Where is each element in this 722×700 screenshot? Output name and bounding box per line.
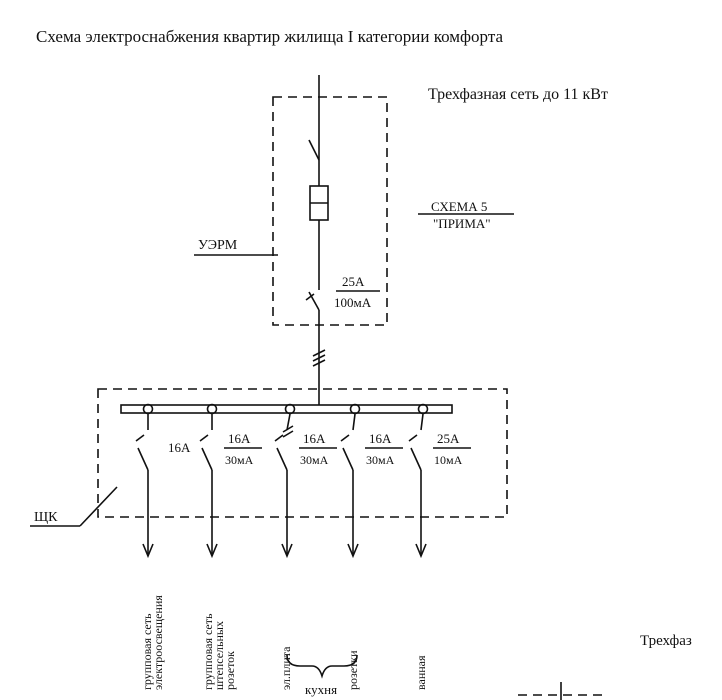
breaker-rating: 16A (303, 431, 326, 446)
breaker-rating: 25A (437, 431, 460, 446)
busbar-tap (142, 403, 154, 415)
kitchen-brace (286, 654, 358, 679)
output-label-line3: розеток (223, 651, 237, 690)
scheme-label-line2: "ПРИМА" (433, 216, 491, 231)
breaker-rating: 16A (228, 431, 251, 446)
breaker-blade (276, 447, 288, 471)
output-label-line2: штепсельных (212, 621, 226, 690)
uerm-label: УЭРМ (198, 238, 238, 253)
breaker-tick (199, 434, 209, 442)
main-rating: 25A (342, 274, 365, 289)
network-label: Трехфазная сеть до 11 кВт (428, 86, 608, 103)
busbar-tap (349, 403, 361, 415)
breaker-tick (135, 434, 145, 442)
shk-label: ЩК (34, 510, 58, 525)
busbar (120, 404, 453, 414)
scheme-label-line1: СХЕМА 5 (431, 199, 487, 214)
diagram-title: Схема электроснабжения квартир жилища I … (36, 27, 503, 46)
phase-tick (282, 425, 294, 433)
breaker-tick (340, 434, 350, 442)
breaker-tick (408, 434, 418, 442)
branch-wire (420, 413, 424, 431)
shk-box (97, 388, 508, 518)
phase-tick (312, 354, 326, 362)
busbar-tap (417, 403, 429, 415)
breaker-blade (342, 447, 354, 471)
main-switch-blade (308, 139, 320, 161)
breaker-blade (201, 447, 213, 471)
output-label-line1: групповая сеть (201, 613, 215, 690)
network-label-cut: Трехфаз (640, 633, 692, 649)
shk-leader-line (79, 486, 118, 527)
output-label-line1: ванная (414, 655, 428, 690)
output-label-line2: электроосвещения (151, 595, 165, 690)
output-label-line1: розетки (346, 650, 360, 690)
output-label-line1: групповая сеть (140, 613, 154, 690)
phase-tick (312, 349, 326, 357)
breaker-leak-current: 10мA (434, 453, 463, 467)
kitchen-label: кухня (305, 682, 337, 697)
breaker-rating: 16A (168, 440, 191, 455)
output-label-line1: эл.плита (279, 646, 293, 690)
arrow-icon (415, 543, 427, 559)
phase-tick (312, 359, 326, 367)
branch-wire (286, 413, 291, 431)
arrow-icon (281, 543, 293, 559)
busbar-tap (284, 403, 296, 415)
branch-wire (352, 413, 356, 431)
rcd-tick (305, 293, 315, 301)
busbar-tap (206, 403, 218, 415)
breaker-leak-current: 30мA (366, 453, 395, 467)
breaker-blade (137, 447, 149, 471)
main-rcd-blade (308, 291, 320, 311)
arrow-icon (347, 543, 359, 559)
arrow-icon (142, 543, 154, 559)
breaker-rating: 16A (369, 431, 392, 446)
phase-tick (282, 430, 294, 438)
branch-circuits: 16A 16A 30мA 16A 30мA 16A 30мA 25A 10мA групповая… (135, 403, 471, 690)
main-leak-current: 100мA (334, 295, 372, 310)
breaker-tick (274, 434, 284, 442)
breaker-blade (410, 447, 422, 471)
uerm-box (272, 96, 388, 326)
breaker-leak-current: 30мA (225, 453, 254, 467)
arrow-icon (206, 543, 218, 559)
breaker-leak-current: 30мA (300, 453, 329, 467)
